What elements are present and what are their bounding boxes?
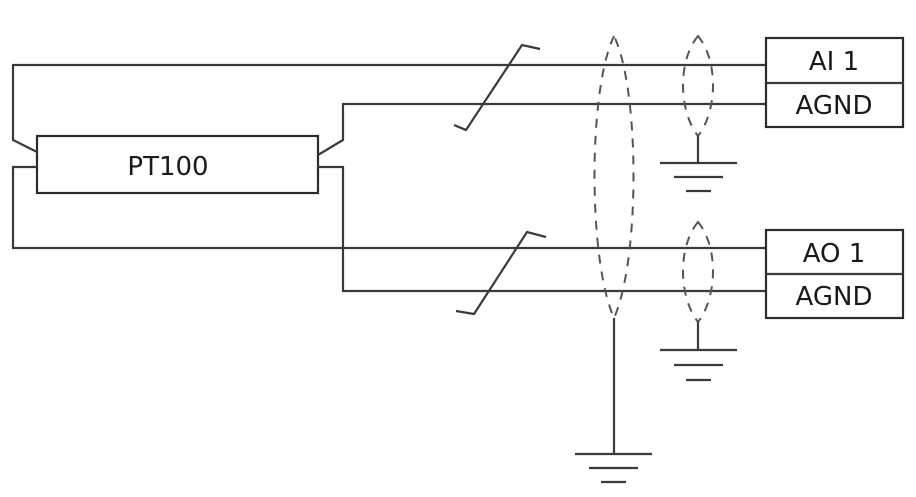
- ground-overall-shield: [575, 318, 652, 484]
- pair-shield-input: [682, 34, 714, 138]
- ground-output-shield: [660, 322, 737, 382]
- wire-ao1: [11, 165, 766, 250]
- cable-break-top: [453, 43, 541, 132]
- wire-ai-agnd: [317, 102, 766, 156]
- pt100-box: [35, 134, 320, 195]
- pair-shield-output: [682, 220, 714, 324]
- ground-input-shield: [660, 136, 737, 193]
- terminal-ai1-label: AI 1: [809, 47, 859, 77]
- cable-break-bottom: [455, 230, 547, 316]
- pt100-label: PT100: [127, 152, 208, 182]
- terminal-ao1-label: AO 1: [803, 239, 866, 269]
- wire-ai1: [11, 63, 766, 153]
- wire-ao-agnd: [318, 165, 766, 293]
- terminal-ai-agnd-label: AGND: [796, 91, 873, 121]
- terminal-block-output: AO 1 AGND: [764, 228, 905, 320]
- terminal-block-input: AI 1 AGND: [764, 36, 905, 129]
- overall-cable-shield: [593, 33, 635, 321]
- terminal-ao-agnd-label: AGND: [796, 282, 873, 312]
- pt100-sensor: PT100: [35, 134, 320, 195]
